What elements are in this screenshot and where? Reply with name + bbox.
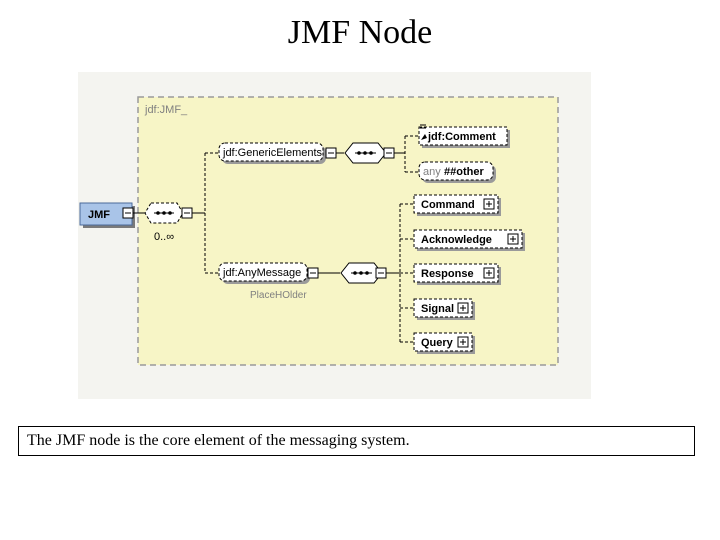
comment-label: jdf:Comment (427, 131, 496, 143)
sequence-collapse-icon[interactable] (181, 207, 193, 219)
any-other-node[interactable]: any ##other (418, 161, 496, 183)
sequence-compositor-root[interactable] (144, 202, 184, 224)
expand-query-icon[interactable] (457, 336, 469, 348)
expand-command-icon[interactable] (483, 198, 495, 210)
message-node-command[interactable]: Command (413, 194, 501, 216)
root-cardinality: 0..∞ (154, 231, 174, 243)
expand-acknowledge-icon[interactable] (507, 233, 519, 245)
generic-sequence-collapse-icon[interactable] (383, 147, 395, 159)
expand-signal-icon[interactable] (457, 302, 469, 314)
message-node-response[interactable]: Response (413, 263, 501, 285)
message-label-acknowledge: Acknowledge (421, 234, 492, 246)
any-message-node[interactable]: jdf:AnyMessage (218, 262, 310, 284)
message-label-command: Command (421, 199, 475, 211)
generic-elements-label: jdf:GenericElements (222, 147, 323, 159)
group-label: jdf:JMF_ (144, 104, 188, 116)
reference-arrow-icon (421, 134, 427, 140)
root-node-label: JMF (88, 209, 110, 221)
page-title: JMF Node (287, 14, 433, 51)
any-prefix: any (423, 166, 441, 178)
caption-text: The JMF node is the core element of the … (27, 432, 410, 449)
generic-elements-node[interactable]: jdf:GenericElements (218, 142, 326, 164)
comment-node[interactable]: jdf:Comment (418, 124, 510, 148)
message-label-signal: Signal (421, 303, 454, 315)
generic-elements-collapse-icon[interactable] (325, 147, 337, 159)
messages-sequence-collapse-icon[interactable] (375, 267, 387, 279)
schema-diagram: jdf:JMF_ JMF 0..∞ jdf:GenericElements (78, 72, 591, 399)
any-message-label: jdf:AnyMessage (222, 267, 301, 279)
sequence-compositor-messages[interactable] (340, 262, 383, 284)
any-message-collapse-icon[interactable] (307, 267, 319, 279)
expand-response-icon[interactable] (483, 267, 495, 279)
root-node-jmf[interactable]: JMF (79, 202, 135, 228)
message-label-query: Query (421, 337, 454, 349)
message-node-acknowledge[interactable]: Acknowledge (413, 229, 525, 251)
root-collapse-icon[interactable] (122, 207, 134, 219)
caption-box: The JMF node is the core element of the … (18, 426, 695, 456)
message-label-response: Response (421, 268, 474, 280)
other-label: ##other (444, 166, 484, 178)
sequence-compositor-generic[interactable] (344, 142, 387, 164)
any-message-note: PlaceHOlder (250, 290, 307, 301)
